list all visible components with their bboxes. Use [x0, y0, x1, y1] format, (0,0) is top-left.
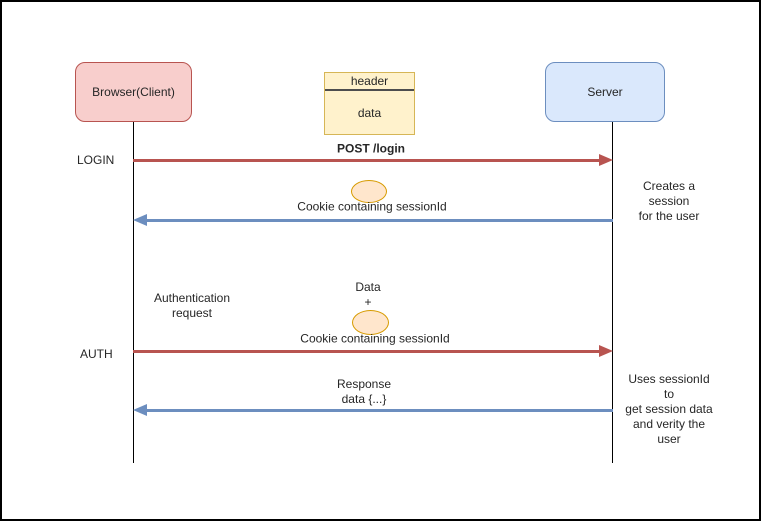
browser-lifeline	[133, 122, 134, 463]
arrow-shaft	[147, 409, 613, 412]
post-login-message-label: POST /login	[337, 141, 405, 156]
arrow-right-head-icon	[599, 154, 613, 166]
packet-data-section: data	[325, 91, 414, 134]
browser-client-actor-box: Browser(Client)	[75, 62, 192, 122]
arrow-right-head-icon	[599, 345, 613, 357]
creates-session-note: Creates a session for the user	[638, 179, 700, 223]
server-lifeline	[612, 122, 613, 463]
cookie-icon	[352, 310, 389, 335]
uses-session-note: Uses sessionId to get session data and v…	[625, 372, 713, 446]
data-plus-label: Data +	[355, 280, 381, 309]
arrow-shaft	[133, 350, 600, 353]
arrow-shaft	[133, 159, 600, 162]
auth-lane-label: AUTH	[80, 347, 113, 361]
response-label: Response data {...}	[336, 377, 392, 406]
packet-header-label: header	[350, 74, 389, 88]
server-label: Server	[587, 85, 623, 99]
arrow-shaft	[147, 219, 613, 222]
packet-data-label: data	[357, 105, 382, 120]
cookie-request-label: Cookie containing sessionId	[300, 331, 450, 346]
browser-client-label: Browser(Client)	[92, 85, 175, 99]
packet-header-section: header	[325, 73, 414, 91]
cookie-response-label: Cookie containing sessionId	[297, 199, 447, 214]
arrow-left-head-icon	[133, 404, 147, 416]
cookie-icon	[351, 180, 387, 203]
arrow-left-head-icon	[133, 214, 147, 226]
server-actor-box: Server	[545, 62, 665, 122]
login-lane-label: LOGIN	[77, 153, 115, 167]
packet-structure-box: header data	[324, 72, 415, 135]
authentication-request-label: Authentication request	[153, 291, 231, 320]
